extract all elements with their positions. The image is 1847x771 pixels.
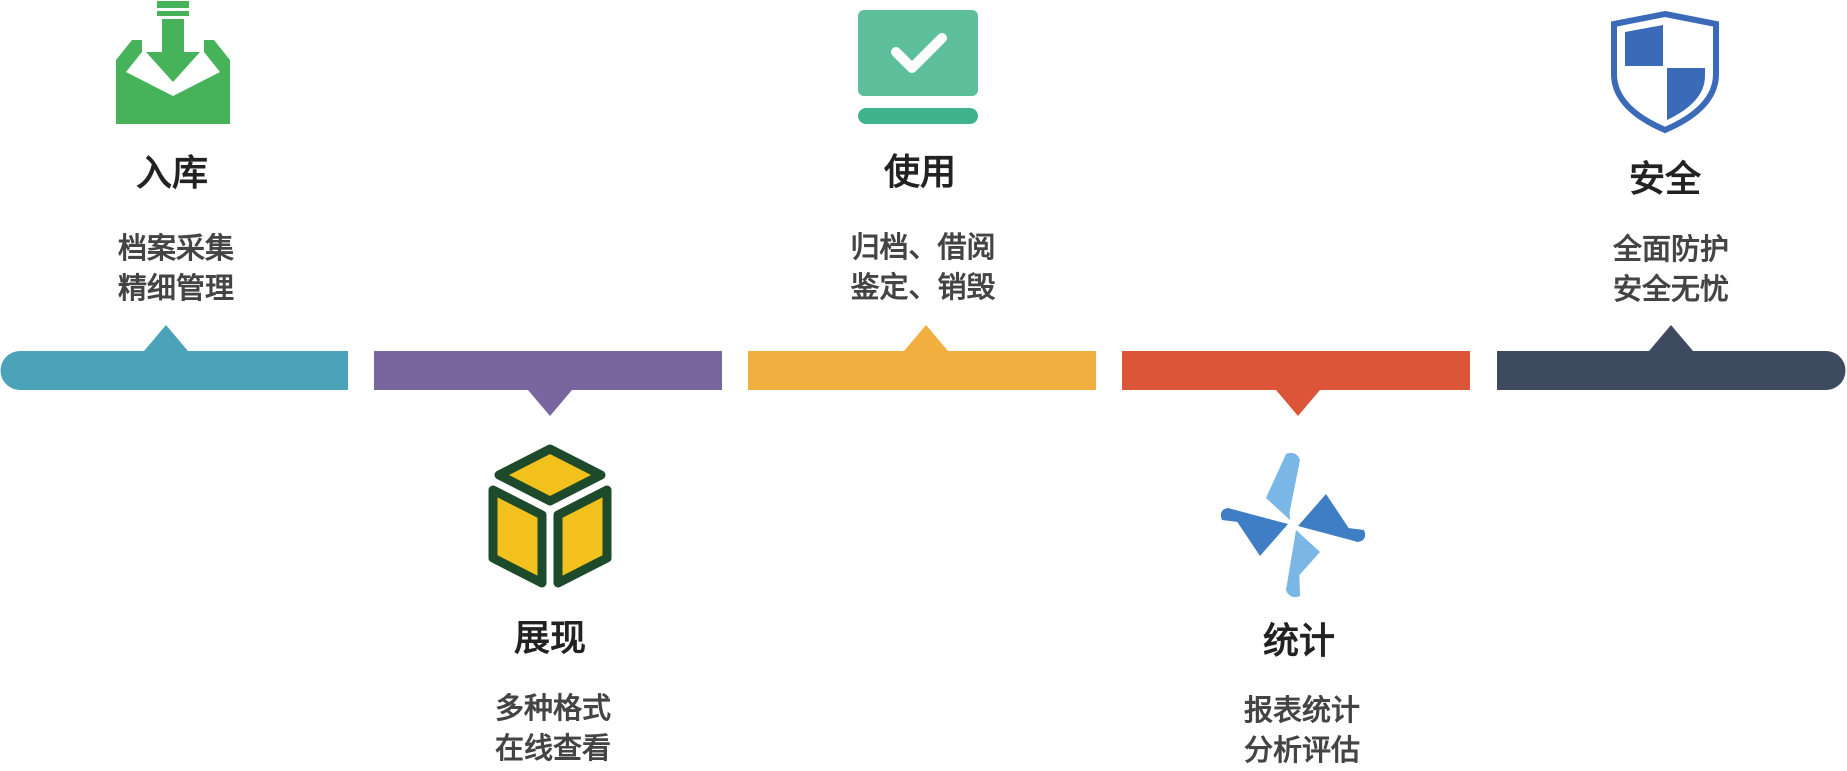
step-desc-anquan: 全面防护 安全无忧 — [1551, 229, 1791, 309]
inbox-download-icon — [116, 1, 230, 124]
timeline-segment-anquan — [1497, 325, 1846, 390]
step-title-anquan: 安全 — [1628, 159, 1701, 200]
pinwheel-icon — [1220, 452, 1366, 598]
step-desc-line: 归档、借阅 — [850, 230, 996, 264]
step-title-zhanxian: 展现 — [513, 618, 586, 659]
step-desc-shiyong: 归档、借阅 鉴定、销毁 — [803, 227, 1043, 307]
timeline-segment-zhanxian — [374, 351, 722, 416]
step-title-shiyong: 使用 — [883, 152, 956, 193]
step-desc-tongji: 报表统计 分析评估 — [1182, 690, 1422, 770]
timeline-segment-tongji — [1122, 351, 1470, 416]
step-desc-line: 报表统计 — [1243, 693, 1360, 727]
step-desc-line: 安全无忧 — [1612, 272, 1729, 306]
step-desc-line: 在线查看 — [494, 731, 611, 765]
step-desc-line: 多种格式 — [494, 691, 611, 725]
shield-icon — [1611, 10, 1719, 134]
step-desc-line: 鉴定、销毁 — [850, 270, 996, 304]
cube-icon — [488, 444, 612, 588]
timeline-segment-shiyong — [748, 325, 1096, 390]
step-title-tongji: 统计 — [1262, 621, 1335, 662]
timeline-segment-ruku — [0, 325, 349, 390]
step-desc-zhanxian: 多种格式 在线查看 — [433, 688, 673, 768]
step-desc-ruku: 档案采集 精细管理 — [56, 228, 296, 308]
step-desc-line: 档案采集 — [117, 231, 234, 265]
step-desc-line: 全面防护 — [1612, 232, 1729, 266]
step-title-ruku: 入库 — [135, 153, 208, 194]
step-desc-line: 分析评估 — [1243, 733, 1360, 767]
monitor-check-icon — [858, 10, 978, 124]
step-desc-line: 精细管理 — [117, 271, 234, 305]
